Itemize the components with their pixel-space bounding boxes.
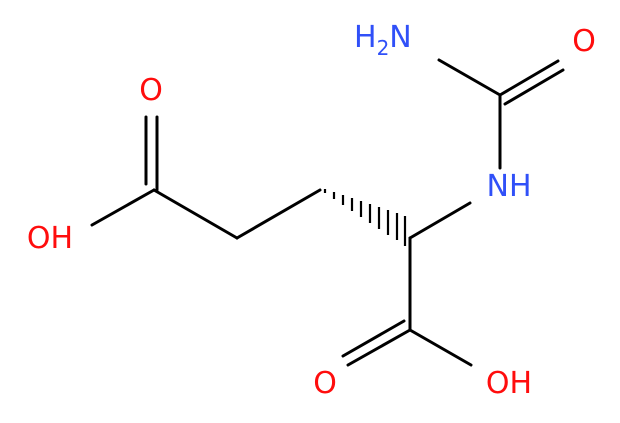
nh2-h: H [354,20,377,55]
bond-c1-c2 [152,188,239,240]
atom-o-top-acid: O [139,73,163,108]
atom-nh2-amide: H2N [354,20,412,60]
atom-oh-bottom-acid: OH [486,366,532,401]
atom-o-amide: O [572,24,596,59]
atom-oh-left-acid: OH [27,221,73,256]
atom-o-bottom-acid: O [313,366,337,401]
bond-curea-nh2 [437,58,502,97]
bond-c5-o-double-a [346,328,412,367]
bond-c4-nh [408,201,472,240]
bond-c1-oh [90,188,156,227]
bonds [90,58,565,367]
atom-nh-amine: NH [487,169,532,204]
atom-labels: O OH NH O O OH [27,24,596,401]
nh2-subscript: 2 [376,36,390,60]
bond-c5-oh [408,328,473,367]
bond-c5-o-double-b [341,319,406,358]
bond-curea-o-double-b [503,68,565,106]
bond-curea-o-double-a [498,59,560,97]
nh2-n: N [389,20,412,55]
hashed-wedge-bond [323,189,407,246]
bond-c2-c3 [235,188,322,240]
